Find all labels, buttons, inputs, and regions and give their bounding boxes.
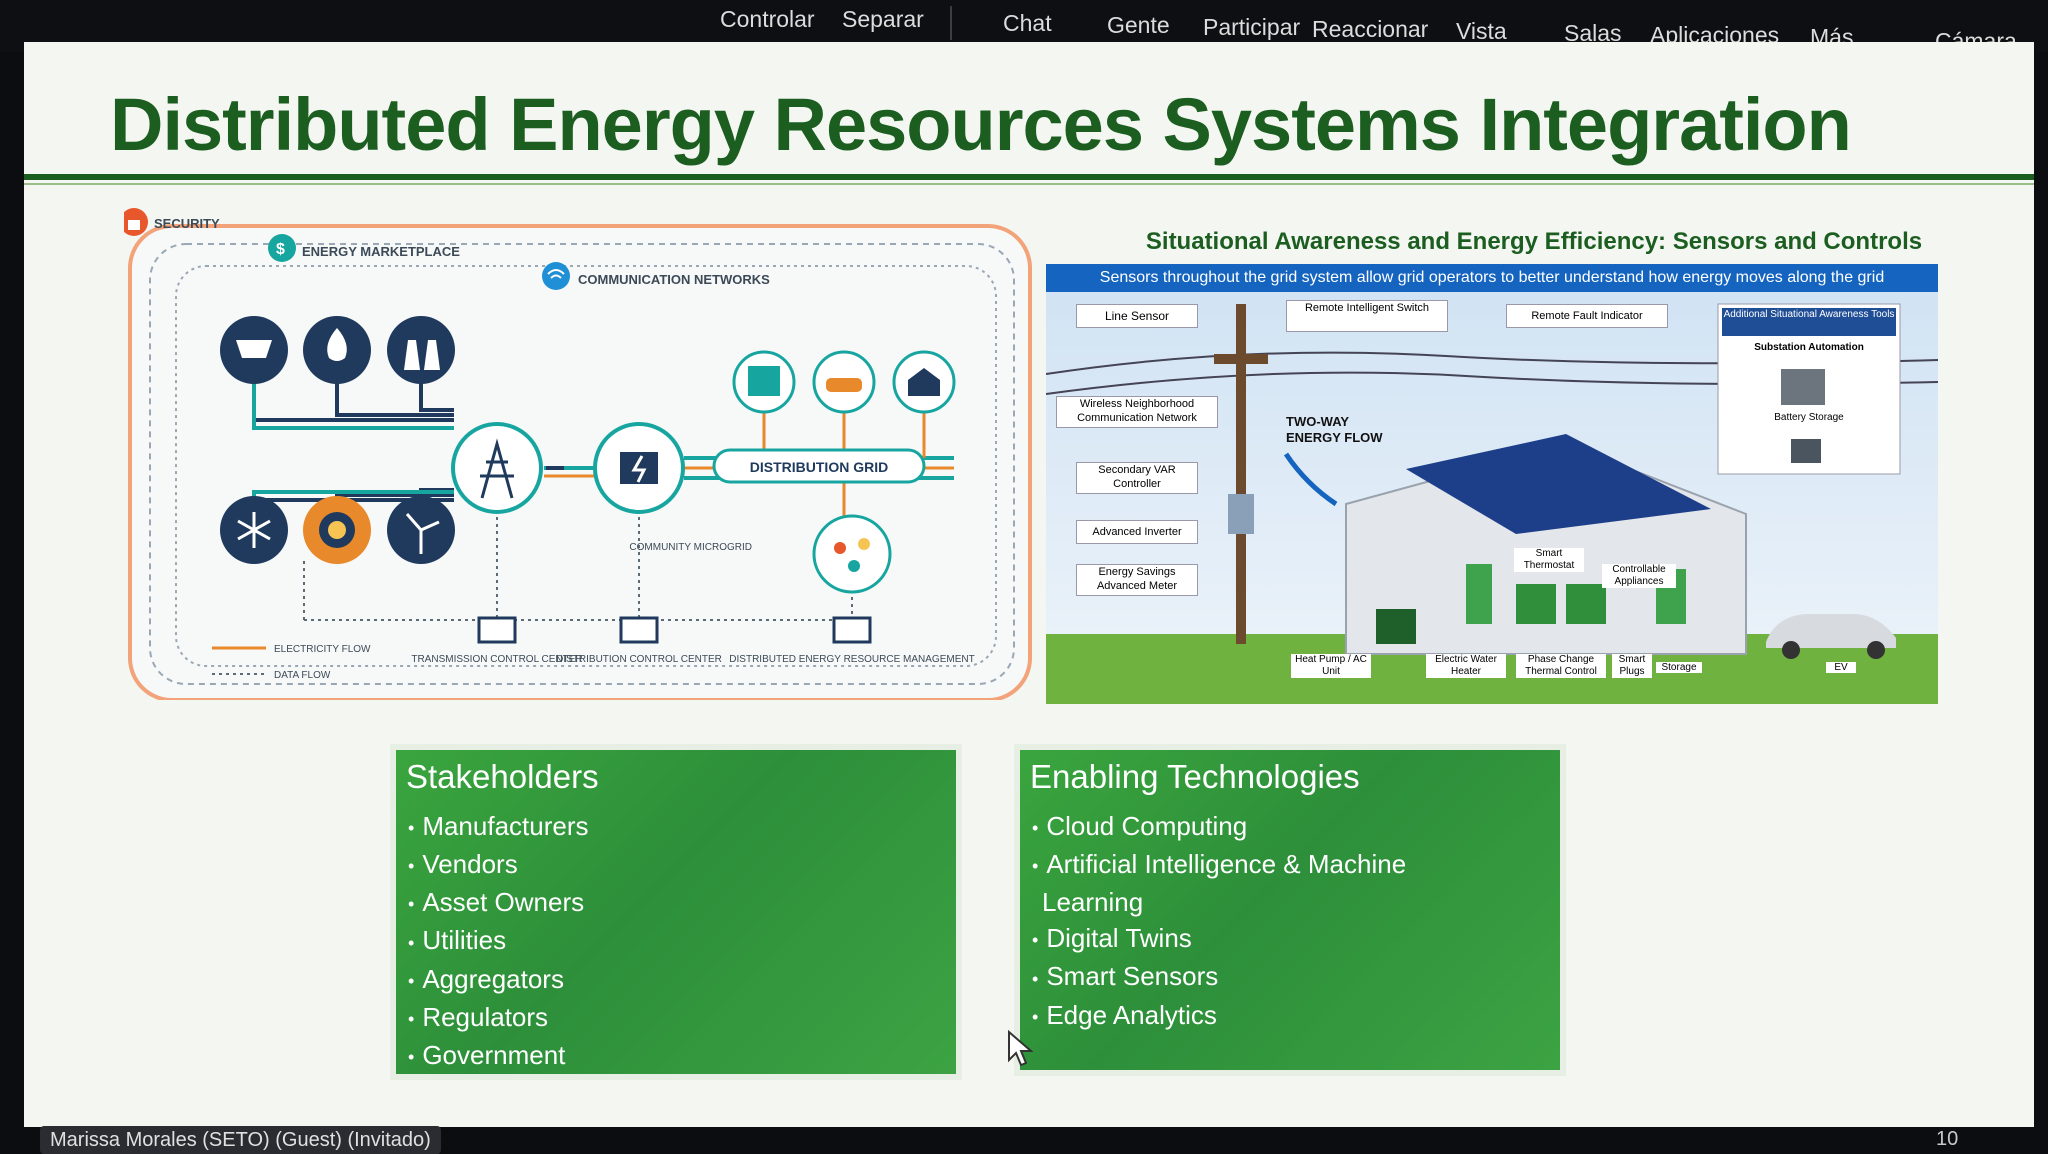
heat-pump-unit bbox=[1376, 609, 1416, 644]
stakeholders-box: Stakeholders •Manufacturers •Vendors •As… bbox=[396, 750, 956, 1074]
appliances-label: Controllable Appliances bbox=[1602, 564, 1676, 588]
enabling-technologies-title: Enabling Technologies bbox=[1030, 758, 1360, 795]
marketplace-dollar-icon: $ bbox=[268, 234, 296, 262]
mouse-cursor-icon bbox=[1008, 1030, 1033, 1067]
list-item: •Utilities bbox=[408, 925, 507, 956]
thermal-control-label: Phase Change Thermal Control bbox=[1516, 654, 1606, 678]
community-microgrid-icon bbox=[812, 514, 892, 594]
slide-title: Distributed Energy Resources Systems Int… bbox=[110, 83, 1852, 166]
communication-wifi-icon bbox=[542, 262, 570, 290]
residential-house-icon bbox=[892, 350, 956, 414]
tools-title-label: Additional Situational Awareness Tools bbox=[1723, 309, 1895, 320]
fault-indicator-label: Remote Fault Indicator bbox=[1506, 304, 1668, 328]
list-item: •Digital Twins bbox=[1032, 923, 1192, 954]
thermostat-label: Smart Thermostat bbox=[1514, 548, 1584, 572]
battery-label: Battery Storage bbox=[1774, 412, 1844, 423]
der-integration-diagram: SECURITY $ ENERGY MARKETPLACE COMMUNICAT… bbox=[124, 208, 1032, 700]
title-divider bbox=[24, 174, 2034, 180]
list-item: •Smart Sensors bbox=[1032, 961, 1219, 992]
control-button[interactable]: Controlar bbox=[720, 6, 815, 32]
list-item: •Edge Analytics bbox=[1032, 999, 1217, 1030]
list-item: •Manufacturers bbox=[408, 811, 589, 841]
utility-pole bbox=[1236, 304, 1246, 644]
two-way-flow-label: TWO-WAY ENERGY FLOW bbox=[1286, 414, 1383, 445]
inverter-label: Advanced Inverter bbox=[1076, 520, 1198, 544]
security-lock-icon bbox=[124, 208, 148, 236]
svg-text:$: $ bbox=[276, 241, 285, 258]
nuclear-plant-icon bbox=[387, 316, 455, 384]
gas-flame-icon bbox=[303, 316, 371, 384]
wind-turbine-icon bbox=[387, 496, 455, 564]
list-item: •Aggregators bbox=[408, 963, 564, 994]
substation-icon bbox=[593, 422, 685, 514]
stakeholders-list: •Manufacturers •Vendors •Asset Owners •U… bbox=[408, 808, 589, 1075]
marketplace-label: ENERGY MARKETPLACE bbox=[302, 244, 460, 259]
sensors-controls-illustration: Sensors throughout the grid system allow… bbox=[1046, 264, 1938, 704]
water-heater-label: Electric Water Heater bbox=[1426, 654, 1506, 678]
participate-button[interactable]: Participar bbox=[1203, 14, 1301, 40]
two-way-flow-arrow bbox=[1283, 452, 1338, 507]
ev-label: EV bbox=[1826, 662, 1856, 673]
water-heater-device bbox=[1466, 564, 1492, 624]
wireless-network-label: Wireless Neighborhood Communication Netw… bbox=[1056, 396, 1218, 428]
snowflake-storage-icon bbox=[220, 496, 288, 564]
view-button[interactable]: Vista bbox=[1456, 18, 1507, 44]
separate-button[interactable]: Separar bbox=[842, 6, 924, 32]
slide-page-number: 10 bbox=[1936, 1128, 1959, 1150]
transmission-center-label: TRANSMISSION CONTROL CENTER bbox=[411, 654, 582, 665]
commercial-building-icon bbox=[732, 350, 796, 414]
smart-plugs-label: Smart Plugs bbox=[1612, 654, 1652, 678]
participant-name-tag: Marissa Morales (SETO) (Guest) (Invitado… bbox=[40, 1126, 441, 1154]
presentation-slide: Distributed Energy Resources Systems Int… bbox=[24, 42, 2034, 1127]
communication-label: COMMUNICATION NETWORKS bbox=[578, 272, 770, 287]
var-controller-label: Secondary VAR Controller bbox=[1076, 462, 1198, 494]
hydro-plant-icon bbox=[220, 316, 288, 384]
enabling-technologies-list: •Cloud Computing •Artificial Intelligenc… bbox=[1032, 808, 1406, 1035]
meter-label: Energy Savings Advanced Meter bbox=[1076, 564, 1198, 596]
rooms-button[interactable]: Salas bbox=[1564, 20, 1622, 46]
distribution-grid-label: DISTRIBUTION GRID bbox=[750, 459, 888, 475]
legend-electricity-label: ELECTRICITY FLOW bbox=[274, 644, 371, 655]
storage-label: Storage bbox=[1656, 662, 1702, 673]
der-management-label: DISTRIBUTED ENERGY RESOURCE MANAGEMENT bbox=[729, 654, 974, 665]
transmission-tower-icon bbox=[451, 422, 543, 514]
heat-pump-label: Heat Pump / AC Unit bbox=[1291, 654, 1371, 678]
line-sensor-label: Line Sensor bbox=[1076, 304, 1198, 328]
substation-label: Substation Automation bbox=[1754, 342, 1864, 353]
situational-awareness-heading: Situational Awareness and Energy Efficie… bbox=[1145, 228, 1923, 255]
people-button[interactable]: Gente bbox=[1107, 12, 1170, 38]
enabling-technologies-box: Enabling Technologies •Cloud Computing •… bbox=[1020, 750, 1560, 1070]
security-label: SECURITY bbox=[154, 216, 220, 231]
legend-data-label: DATA FLOW bbox=[274, 670, 331, 681]
chat-button[interactable]: Chat bbox=[1003, 10, 1052, 36]
transmission-monitor-icon bbox=[477, 616, 517, 644]
list-item: •Asset Owners bbox=[408, 887, 585, 918]
distribution-monitor-icon bbox=[619, 616, 659, 644]
electric-car bbox=[1766, 614, 1896, 648]
react-button[interactable]: Reaccionar bbox=[1312, 16, 1429, 42]
solar-sun-icon bbox=[303, 496, 371, 564]
var-controller-device bbox=[1228, 494, 1254, 534]
stakeholders-title: Stakeholders bbox=[406, 758, 599, 795]
toolbar-divider bbox=[950, 6, 952, 40]
distribution-center-label: DISTRIBUTION CONTROL CENTER bbox=[556, 654, 722, 665]
list-item: •Government bbox=[408, 1039, 566, 1070]
list-item: •Regulators bbox=[408, 1001, 549, 1032]
title-divider-thin bbox=[24, 183, 2034, 185]
remote-switch-label: Remote Intelligent Switch bbox=[1286, 300, 1448, 332]
list-item: •Cloud Computing bbox=[1032, 811, 1248, 841]
community-microgrid-label: COMMUNITY MICROGRID bbox=[629, 542, 752, 553]
electric-vehicle-icon bbox=[812, 350, 876, 414]
sensors-banner: Sensors throughout the grid system allow… bbox=[1046, 264, 1938, 292]
der-management-monitor-icon bbox=[832, 616, 872, 644]
list-item: •Vendors bbox=[408, 849, 518, 880]
solar-panels bbox=[1406, 434, 1711, 534]
